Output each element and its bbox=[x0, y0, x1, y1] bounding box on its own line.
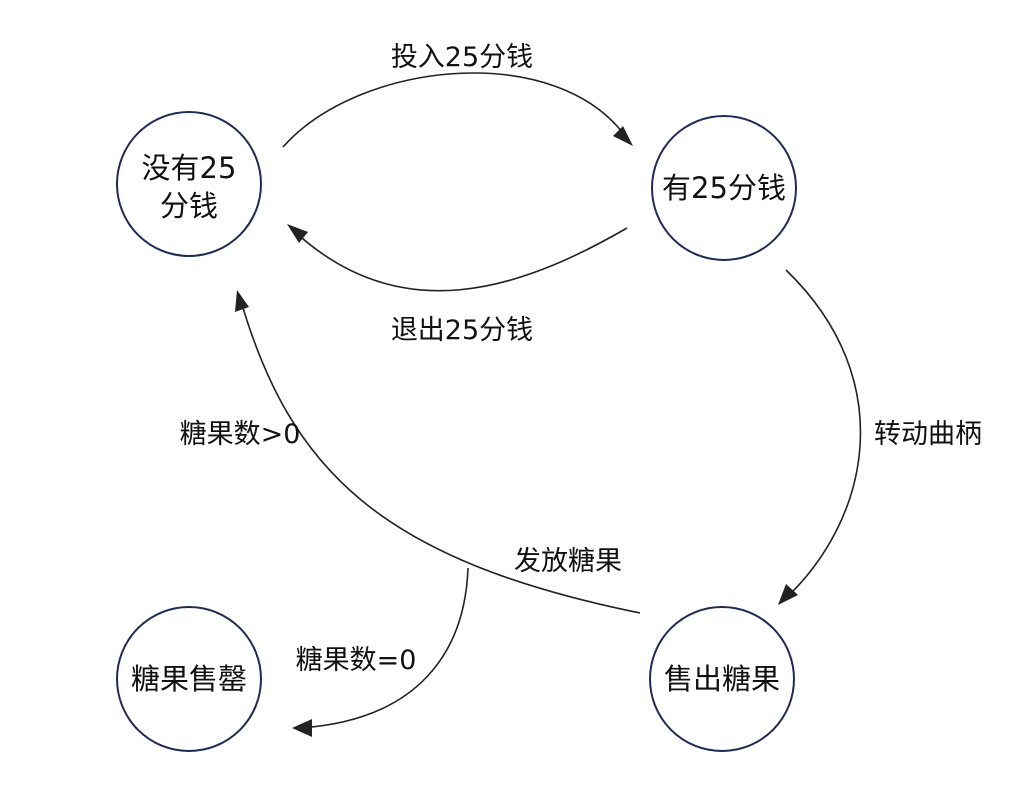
label-gumballs-eq-zero: 糖果数=0 bbox=[296, 645, 417, 676]
label-dispense: 发放糖果 bbox=[514, 546, 622, 577]
edge-turn-crank bbox=[783, 269, 862, 601]
state-sold-out-label: 糖果售罄 bbox=[131, 662, 247, 696]
edge-gumballs-eq-zero bbox=[299, 567, 469, 729]
arrowhead-turn-crank bbox=[778, 584, 798, 605]
state-sold-label: 售出糖果 bbox=[664, 662, 780, 696]
arrowhead-eq-zero bbox=[292, 719, 312, 737]
arrowhead-insert-quarter bbox=[613, 126, 633, 146]
label-gumballs-gt-zero: 糖果数>0 bbox=[180, 419, 301, 450]
state-sold-out bbox=[116, 606, 262, 752]
state-has-quarter bbox=[651, 115, 797, 261]
state-has-quarter-label: 有25分钱 bbox=[662, 171, 786, 205]
state-no-quarter bbox=[116, 111, 262, 257]
label-turn-crank: 转动曲柄 bbox=[874, 419, 982, 450]
arrowhead-gt-zero bbox=[235, 290, 249, 312]
label-eject-quarter: 退出25分钱 bbox=[391, 315, 533, 346]
edge-eject-quarter bbox=[292, 227, 628, 292]
state-no-quarter-label-line2: 分钱 bbox=[160, 189, 218, 223]
state-no-quarter-label-line1: 没有25 bbox=[142, 151, 237, 185]
state-sold bbox=[649, 606, 795, 752]
arrowhead-eject-quarter bbox=[287, 224, 308, 243]
label-insert-quarter: 投入25分钱 bbox=[391, 42, 533, 73]
edge-insert-quarter bbox=[282, 72, 629, 148]
edge-dispense-gt-zero bbox=[239, 297, 641, 614]
